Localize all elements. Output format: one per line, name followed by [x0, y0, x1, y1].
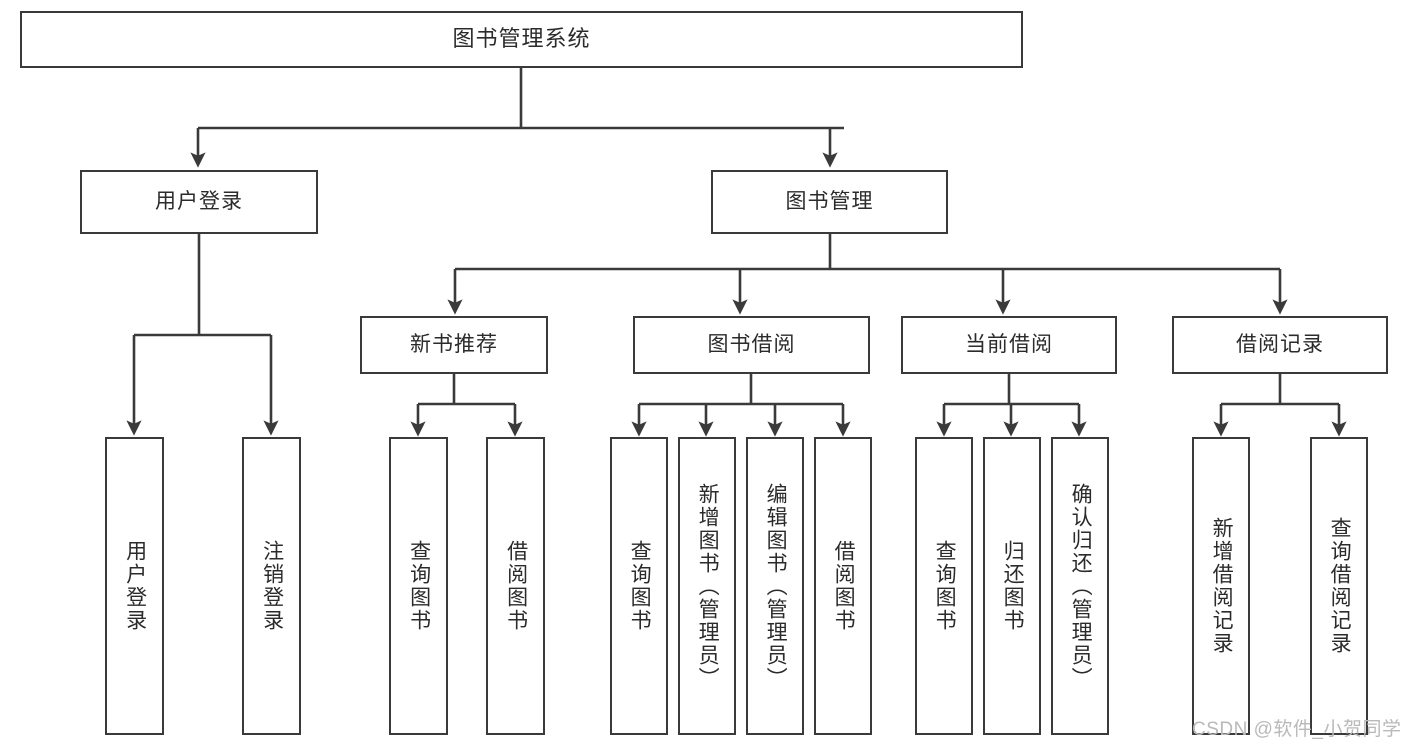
node-label: 查询图书	[933, 540, 957, 632]
node-label: 用户登录	[155, 190, 243, 214]
node-label: 注销登录	[260, 540, 284, 632]
node-label: 查询图书	[407, 540, 431, 632]
leaf-user-login-login[interactable]: 用户登录	[105, 437, 164, 735]
node-label: 查询借阅记录	[1328, 517, 1352, 655]
leaf-borrow-add-book[interactable]: 新增图书（管理员）	[678, 437, 736, 735]
node-label: 借阅图书	[504, 540, 528, 632]
watermark: CSDN @软件_小贺同学	[1192, 719, 1402, 740]
node-label: 借阅记录	[1236, 333, 1324, 357]
node-label: 归还图书	[1001, 540, 1025, 632]
node-user-login[interactable]: 用户登录	[80, 170, 318, 234]
node-book-borrow[interactable]: 图书借阅	[633, 316, 870, 374]
leaf-current-query-book[interactable]: 查询图书	[915, 437, 973, 735]
leaf-recommend-query-book[interactable]: 查询图书	[389, 437, 448, 735]
node-label: 确认归还（管理员）	[1069, 482, 1093, 690]
node-label: 用户登录	[123, 540, 147, 632]
leaf-current-confirm-return[interactable]: 确认归还（管理员）	[1051, 437, 1109, 735]
leaf-borrow-query-book[interactable]: 查询图书	[610, 437, 668, 735]
leaf-record-add-record[interactable]: 新增借阅记录	[1192, 437, 1250, 735]
leaf-borrow-edit-book[interactable]: 编辑图书（管理员）	[746, 437, 804, 735]
node-label: 借阅图书	[832, 540, 856, 632]
node-borrow-record[interactable]: 借阅记录	[1172, 316, 1388, 374]
leaf-current-return-book[interactable]: 归还图书	[983, 437, 1041, 735]
node-new-book-recommend[interactable]: 新书推荐	[360, 316, 548, 374]
node-root-system[interactable]: 图书管理系统	[20, 11, 1023, 68]
node-label: 查询图书	[628, 540, 652, 632]
node-label: 图书借阅	[707, 333, 796, 357]
node-label: 图书管理	[785, 190, 874, 214]
node-book-management[interactable]: 图书管理	[711, 170, 948, 234]
node-label: 编辑图书（管理员）	[764, 482, 788, 690]
node-current-borrow[interactable]: 当前借阅	[901, 316, 1117, 374]
leaf-record-query-record[interactable]: 查询借阅记录	[1310, 437, 1368, 735]
node-label: 新增借阅记录	[1210, 517, 1234, 655]
node-label: 当前借阅	[965, 333, 1053, 357]
leaf-recommend-borrow-book[interactable]: 借阅图书	[486, 437, 545, 735]
node-label: 新增图书（管理员）	[696, 482, 720, 690]
node-label: 新书推荐	[410, 333, 498, 357]
leaf-user-login-logout[interactable]: 注销登录	[242, 437, 301, 735]
node-label: 图书管理系统	[452, 26, 591, 52]
leaf-borrow-borrow-book[interactable]: 借阅图书	[814, 437, 872, 735]
